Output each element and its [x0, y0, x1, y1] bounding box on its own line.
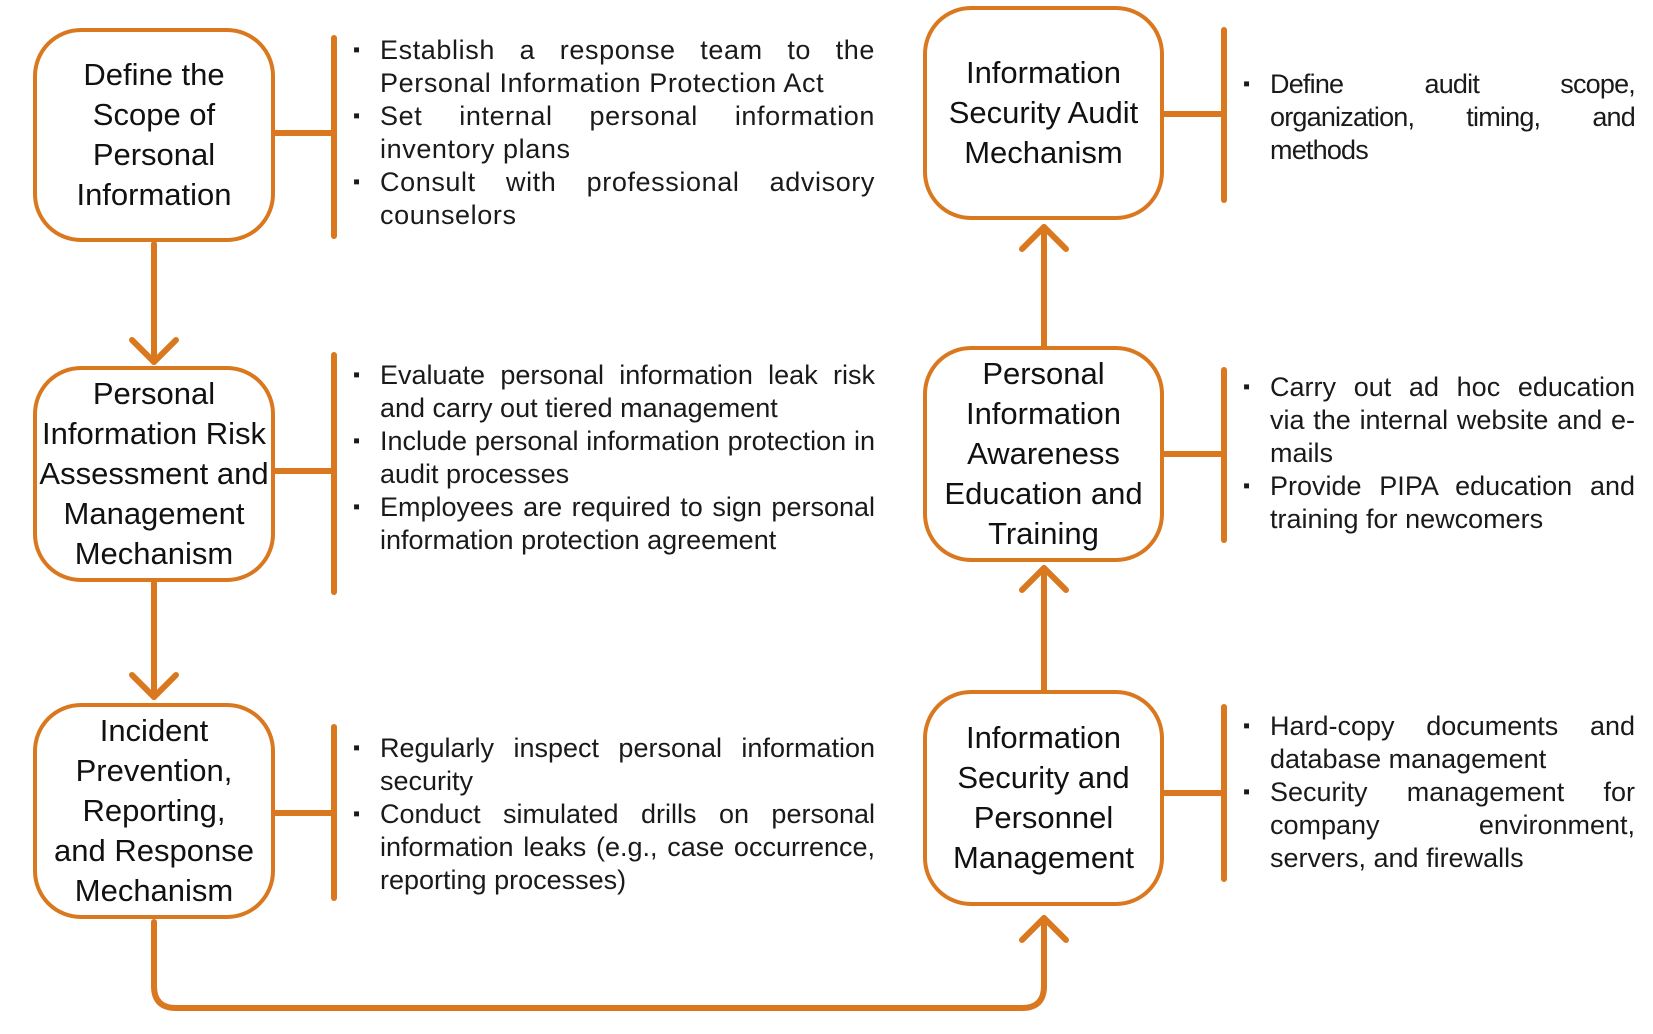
bracket-step-3 [271, 724, 337, 901]
bullet-icon: ▪ [1243, 715, 1251, 737]
bullet-icon: ▪ [1243, 475, 1251, 497]
list-item: ▪ Security management for company environ… [1243, 776, 1635, 875]
step-title: Personal Information Awareness Education… [944, 356, 1143, 551]
step-title: Information Security and Personnel Manag… [953, 720, 1134, 875]
bullet-text: Employees are required to sign personal … [380, 492, 875, 555]
bullet-text: Regularly inspect personal information s… [380, 733, 875, 796]
bullet-icon: ▪ [353, 364, 361, 386]
arrow-down-1-to-2 [129, 241, 179, 365]
bullet-text: Hard-copy documents and database managem… [1270, 711, 1635, 774]
bracket-step-1 [271, 35, 337, 239]
step-box-risk-assessment: Personal Information Risk Assessment and… [33, 366, 275, 582]
bullet-text: Provide PIPA education and training for … [1270, 471, 1635, 534]
step-box-audit-mechanism: Information Security Audit Mechanism [923, 6, 1164, 220]
step-box-awareness-training: Personal Information Awareness Education… [923, 346, 1164, 562]
bullet-text: Security management for company environm… [1270, 777, 1635, 873]
arrow-uturn-3-to-4 [151, 915, 1069, 1011]
bracket-step-4 [1161, 704, 1227, 882]
bullet-list-risk-assessment: ▪ Evaluate personal information leak risk… [353, 359, 875, 557]
bullet-text: Evaluate personal information leak risk … [380, 360, 875, 423]
bullet-list-incident-response: ▪ Regularly inspect personal information … [353, 732, 875, 897]
arrow-up-4-to-5 [1019, 565, 1069, 693]
bracket-step-5 [1161, 367, 1227, 543]
bullet-list-awareness-training: ▪ Carry out ad hoc education via the inte… [1243, 371, 1635, 536]
bullet-icon: ▪ [1243, 73, 1250, 95]
bullet-icon: ▪ [353, 737, 361, 759]
step-title: Define the Scope of Personal Information [76, 57, 232, 212]
bullet-icon: ▪ [353, 803, 361, 825]
list-item: ▪ Employees are required to sign personal… [353, 491, 875, 557]
bullet-icon: ▪ [353, 430, 361, 452]
bullet-icon: ▪ [353, 171, 361, 193]
list-item: ▪ Evaluate personal information leak risk… [353, 359, 875, 425]
bullet-icon: ▪ [353, 105, 361, 127]
list-item: ▪ Conduct simulated drills on personal in… [353, 798, 875, 897]
step-title: Incident Prevention, Reporting, and Resp… [54, 713, 254, 908]
list-item: ▪ Hard-copy documents and database manage… [1243, 710, 1635, 776]
bullet-icon: ▪ [1243, 781, 1251, 803]
bracket-step-6 [1161, 27, 1227, 203]
bullet-text: Consult with professional advisory couns… [380, 167, 875, 230]
bullet-text: Set internal personal information invent… [380, 101, 875, 164]
bullet-text: Define audit scope, organization, timing… [1270, 69, 1636, 165]
arrow-up-5-to-6 [1019, 224, 1069, 349]
list-item: ▪ Provide PIPA education and training for… [1243, 470, 1635, 536]
list-item: ▪ Carry out ad hoc education via the inte… [1243, 371, 1635, 470]
step-box-security-personnel: Information Security and Personnel Manag… [923, 690, 1164, 906]
list-item: ▪ Consult with professional advisory coun… [353, 166, 875, 232]
bullet-list-audit-mechanism: ▪ Define audit scope, organization, timin… [1243, 68, 1636, 167]
bullet-text: Carry out ad hoc education via the inter… [1270, 372, 1635, 468]
step-title: Personal Information Risk Assessment and… [39, 376, 269, 571]
bullet-icon: ▪ [353, 496, 361, 518]
step-title: Information Security Audit Mechanism [948, 55, 1139, 170]
bullet-list-define-scope: ▪ Establish a response team to the Person… [353, 34, 875, 232]
bullet-icon: ▪ [353, 39, 361, 61]
bullet-text: Establish a response team to the Persona… [380, 35, 875, 98]
list-item: ▪ Establish a response team to the Person… [353, 34, 875, 100]
bracket-step-2 [271, 352, 337, 595]
step-box-define-scope: Define the Scope of Personal Information [33, 28, 275, 242]
arrow-down-2-to-3 [129, 580, 179, 700]
bullet-text: Conduct simulated drills on personal inf… [380, 799, 875, 895]
list-item: ▪ Define audit scope, organization, timin… [1243, 68, 1636, 167]
list-item: ▪ Set internal personal information inven… [353, 100, 875, 166]
bullet-text: Include personal information protection … [380, 426, 875, 489]
list-item: ▪ Regularly inspect personal information … [353, 732, 875, 798]
bullet-list-security-personnel: ▪ Hard-copy documents and database manage… [1243, 710, 1635, 875]
bullet-icon: ▪ [1243, 376, 1251, 398]
step-box-incident-response: Incident Prevention, Reporting, and Resp… [33, 703, 275, 919]
list-item: ▪ Include personal information protection… [353, 425, 875, 491]
